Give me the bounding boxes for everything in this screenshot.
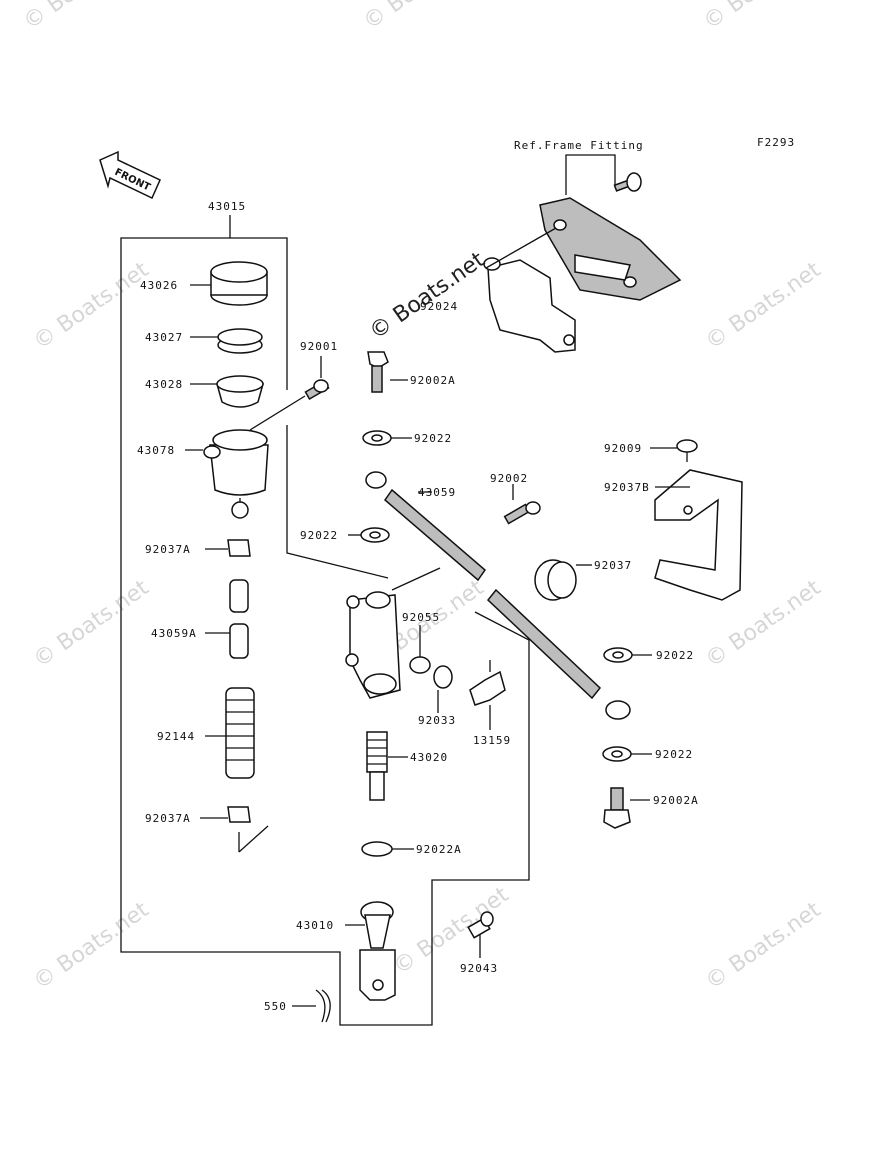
part-550-cotter-pin <box>292 989 331 1023</box>
part-43026-cap <box>190 261 268 306</box>
part-label-92024[interactable]: 92024 <box>420 300 458 313</box>
part-92002A-bolt-bottom <box>603 787 650 829</box>
watermark-center: © Boats.net <box>365 247 490 345</box>
part-92037A-clamp-bottom <box>200 806 251 823</box>
part-92043-pin <box>467 911 494 958</box>
watermark: © Boats.net <box>29 897 154 995</box>
part-label-43026[interactable]: 43026 <box>140 279 178 292</box>
part-label-43027[interactable]: 43027 <box>145 331 183 344</box>
part-label-92037A[interactable]: 92037A <box>145 543 191 556</box>
watermark: © Boats.net <box>19 0 144 35</box>
part-92022-washer-a <box>362 430 412 446</box>
part-number-labels: 43015 43026 43027 43028 43078 92037A 43059A 921… <box>137 200 699 1013</box>
part-92037-damper <box>534 559 592 601</box>
part-label-92001[interactable]: 92001 <box>300 340 338 353</box>
part-92022-washer-b <box>348 527 390 543</box>
part-92033-circlip <box>433 665 453 713</box>
part-92055-oring <box>409 625 431 674</box>
part-13159-fitting <box>469 660 506 730</box>
watermark: © Boats.net <box>29 257 154 355</box>
part-label-43020[interactable]: 43020 <box>410 751 448 764</box>
watermark: © Boats.net <box>359 0 484 35</box>
part-92001-bolt <box>304 356 330 400</box>
part-label-92033[interactable]: 92033 <box>418 714 456 727</box>
part-master-cylinder-body <box>345 591 401 699</box>
part-label-92009[interactable]: 92009 <box>604 442 642 455</box>
part-92024-guard <box>483 227 576 353</box>
front-arrow-icon: FRONT <box>99 150 161 200</box>
part-label-43078[interactable]: 43078 <box>137 444 175 457</box>
part-label-92022A[interactable]: 92022A <box>416 843 462 856</box>
part-label-92002[interactable]: 92002 <box>490 472 528 485</box>
part-43028-diaphragm <box>190 375 264 408</box>
part-label-92022[interactable]: 92022 <box>655 748 693 761</box>
part-92037A-clamp-top <box>205 539 251 557</box>
part-43010-pushrod <box>345 901 396 1001</box>
frame-bolt-icon <box>613 172 642 192</box>
part-92022-washer-d <box>602 746 652 762</box>
part-label-13159[interactable]: 13159 <box>473 734 511 747</box>
part-label-43015[interactable]: 43015 <box>208 200 246 213</box>
part-92009-screw <box>650 439 698 462</box>
part-label-92144[interactable]: 92144 <box>157 730 195 743</box>
part-92022A-snap-ring <box>361 841 414 857</box>
part-label-92002A[interactable]: 92002A <box>653 794 699 807</box>
part-92037B-bracket <box>654 469 743 601</box>
part-92002-bolt <box>503 484 541 525</box>
part-43020-piston-spring <box>366 731 408 801</box>
part-label-43010[interactable]: 43010 <box>296 919 334 932</box>
part-43059-brake-hose <box>365 471 631 720</box>
part-label-92022[interactable]: 92022 <box>656 649 694 662</box>
part-43059A-hose-pieces <box>205 579 249 659</box>
part-43027-diaphragm-plate <box>190 328 263 354</box>
part-label-92002A[interactable]: 92002A <box>410 374 456 387</box>
watermark: © Boats.net <box>29 575 154 673</box>
part-label-43059[interactable]: 43059 <box>418 486 456 499</box>
watermark: © Boats.net <box>699 0 824 35</box>
part-label-92037A[interactable]: 92037A <box>145 812 191 825</box>
part-label-92022[interactable]: 92022 <box>300 529 338 542</box>
part-92002A-bolt-top <box>367 351 408 393</box>
part-label-43028[interactable]: 43028 <box>145 378 183 391</box>
watermark: © Boats.net <box>701 257 826 355</box>
part-92144-spring-hose <box>205 687 255 779</box>
part-label-92022[interactable]: 92022 <box>414 432 452 445</box>
figure-code: F2293 <box>757 136 795 149</box>
part-label-92055[interactable]: 92055 <box>402 611 440 624</box>
watermark: © Boats.net <box>701 897 826 995</box>
assembly-outline <box>120 215 530 1026</box>
part-label-92043[interactable]: 92043 <box>460 962 498 975</box>
part-43078-reservoir <box>185 395 306 519</box>
part-label-43059A[interactable]: 43059A <box>151 627 197 640</box>
part-label-550[interactable]: 550 <box>264 1000 287 1013</box>
part-label-92037[interactable]: 92037 <box>594 559 632 572</box>
part-label-92037B[interactable]: 92037B <box>604 481 650 494</box>
frame-fitting-bracket <box>539 154 682 301</box>
part-92022-washer-c <box>603 647 652 663</box>
ref-frame-label: Ref.Frame Fitting <box>514 139 644 152</box>
